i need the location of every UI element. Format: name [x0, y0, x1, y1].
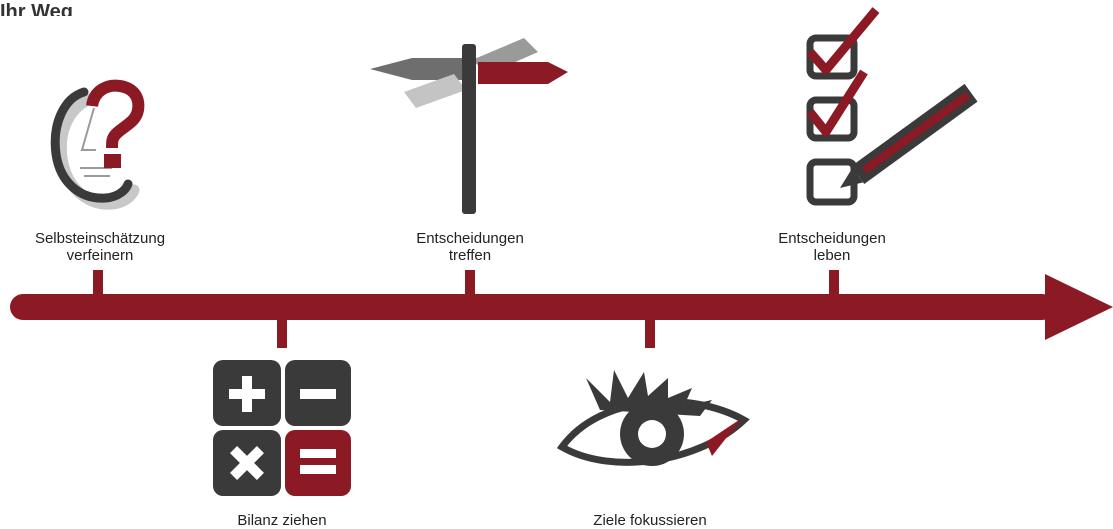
- tick-balance: [277, 318, 287, 348]
- timeline-arrow: [10, 274, 1113, 340]
- step-label-line: verfeinern: [66, 247, 134, 264]
- step-label-line: Entscheidungen: [416, 230, 524, 247]
- step-label-balance: Bilanz ziehen: [172, 512, 392, 529]
- step-label-line: leben: [813, 247, 851, 264]
- tick-decisions-make: [465, 270, 475, 296]
- tick-self-assessment: [93, 270, 103, 296]
- calculator-icon: [213, 360, 351, 496]
- checklist-icon: [806, 7, 978, 206]
- step-label-line: Bilanz ziehen: [237, 512, 327, 529]
- tick-goals: [645, 318, 655, 348]
- step-label-line: Entscheidungen: [778, 230, 886, 247]
- step-label-line: Ziele fokussieren: [593, 512, 707, 529]
- step-label-goals: Ziele fokussieren: [540, 512, 760, 529]
- tick-decisions-live: [829, 270, 839, 296]
- eye-icon: [556, 370, 750, 466]
- question-head-icon: [50, 79, 145, 210]
- step-label-line: Selbsteinschätzung: [34, 230, 166, 247]
- page-title: Ihr Weg: [0, 1, 73, 16]
- step-label-line: treffen: [448, 247, 492, 264]
- signpost-icon: [370, 38, 568, 214]
